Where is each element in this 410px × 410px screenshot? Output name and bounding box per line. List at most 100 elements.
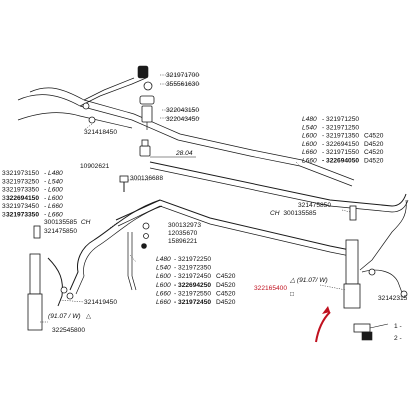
label-ch-left: CH	[81, 219, 91, 226]
legend-box-1	[353, 323, 371, 333]
leader-8	[109, 221, 119, 229]
leader-7	[295, 161, 301, 167]
left-prefix-3: 3	[2, 195, 6, 202]
leader-12	[59, 299, 85, 303]
right-fitting-2	[400, 290, 408, 298]
tr-pn-1: - 321971250	[322, 124, 359, 131]
label-300135585-left: 300135585 CH	[44, 219, 91, 226]
tr-model-3: L600	[302, 141, 317, 148]
tr-suffix-3: D4520	[364, 141, 384, 148]
left-model-1: - L540	[44, 178, 63, 185]
top-washer	[143, 81, 153, 91]
label-321475850-left: 321475850	[44, 228, 77, 235]
label-300136688: 300136688	[130, 175, 163, 182]
nipple-top	[141, 139, 149, 147]
label-300135585-right-pn: 300135585	[283, 210, 316, 217]
tr-model-5: L660	[302, 158, 317, 165]
label-dim-28-04: 28.04	[175, 150, 193, 157]
left-cyl-bottom	[27, 293, 43, 331]
label-321971700: 321971700	[166, 72, 199, 79]
pipe-upper-left-3	[17, 112, 133, 129]
pipe-right-low	[361, 269, 405, 299]
pipe-upper-left	[17, 94, 353, 187]
legend-box-2	[361, 331, 373, 341]
bleed-nipple	[139, 139, 196, 158]
leader-5	[83, 123, 93, 131]
tr-model-0: L480	[302, 116, 317, 123]
right-cyl-low	[343, 283, 361, 309]
tr-pn-0: - 321971250	[322, 116, 359, 123]
label-300132973: 300132973	[168, 222, 201, 229]
pipe-center-long	[115, 199, 351, 251]
ct-suffix-2: C4520	[216, 273, 236, 280]
tr-suffix-4: C4520	[364, 149, 384, 156]
label-321475850-right: 321475850	[298, 202, 331, 209]
pipe-center-vertical-2	[131, 232, 137, 291]
label-321419450: 321419450	[84, 299, 117, 306]
top-banjo	[139, 95, 155, 105]
ct-model-5: L660	[156, 299, 171, 306]
leader-9	[129, 254, 137, 263]
left-model-4: - L660	[44, 203, 63, 210]
label-triangle-bottom-left: △	[86, 313, 92, 320]
center-part-1	[142, 222, 150, 230]
pipe-left-hose	[69, 199, 161, 291]
pipe-main-right	[149, 161, 407, 207]
legend-item-1: 1 -	[394, 323, 402, 330]
label-date-bottom-left: (91.07 / W)	[48, 313, 81, 320]
label-10902621: 10902621	[80, 163, 110, 170]
left-wheel-cylinder	[27, 225, 43, 331]
center-part-2	[143, 233, 149, 239]
label-300135585-left-pn: 300135585	[44, 219, 77, 226]
leader-11	[319, 284, 347, 291]
legend-drawing	[353, 323, 389, 341]
left-prefix-2: 3	[2, 187, 6, 194]
left-hose-fitting-2	[66, 292, 74, 300]
label-322043450: 322043450	[166, 116, 199, 123]
right-cyl-top	[349, 205, 357, 221]
parts	[27, 65, 408, 341]
red-annotation-arrow	[315, 311, 331, 343]
tr-pn-4: - 321971550	[322, 149, 359, 156]
left-pn-2: 321973350	[6, 187, 39, 194]
leader-10	[341, 209, 351, 213]
ct-pn-3: - 322694250	[174, 282, 211, 289]
ct-model-1: L540	[156, 265, 171, 272]
bolt-head	[119, 175, 129, 183]
pipe-top-branch	[79, 77, 147, 107]
left-prefix-1: 3	[2, 178, 6, 185]
label-321418450: 321418450	[84, 129, 117, 136]
top-bolt	[141, 105, 153, 123]
right-wheel-cylinder	[343, 205, 361, 309]
label-square-mark: □	[290, 291, 294, 298]
center-part-3	[141, 243, 147, 249]
tr-model-4: L660	[302, 149, 317, 156]
label-322545800: 322545800	[52, 327, 85, 334]
right-cyl-body	[345, 239, 359, 285]
ct-suffix-5: D4520	[216, 299, 236, 306]
left-prefix-0: 3	[2, 170, 6, 177]
tr-pn-3: - 322694150	[322, 141, 359, 148]
label-322043150: 322043150	[166, 107, 199, 114]
tr-pn-2: - 321971350	[322, 133, 359, 140]
left-prefix-4: 3	[2, 203, 6, 210]
ct-pn-0: - 321972250	[174, 256, 211, 263]
pipe-lower-hose	[47, 257, 63, 307]
ct-model-3: L600	[156, 282, 171, 289]
label-322165400-red: 322165400	[254, 285, 287, 292]
ct-pn-1: - 321972350	[174, 265, 211, 272]
pipe-left-hose-2	[75, 205, 163, 295]
ct-pn-5: - 321972450	[174, 299, 211, 306]
left-pn-1: 321973250	[6, 178, 39, 185]
left-model-5: - L660	[44, 212, 63, 219]
pipe-right-down	[359, 199, 407, 271]
ct-pn-2: - 321972450	[174, 273, 211, 280]
left-hose-fitting-1	[60, 286, 68, 294]
pipe-center-vertical	[127, 232, 133, 291]
brake-pipe-network	[17, 77, 409, 307]
label-12035670: 12035670	[168, 230, 198, 237]
